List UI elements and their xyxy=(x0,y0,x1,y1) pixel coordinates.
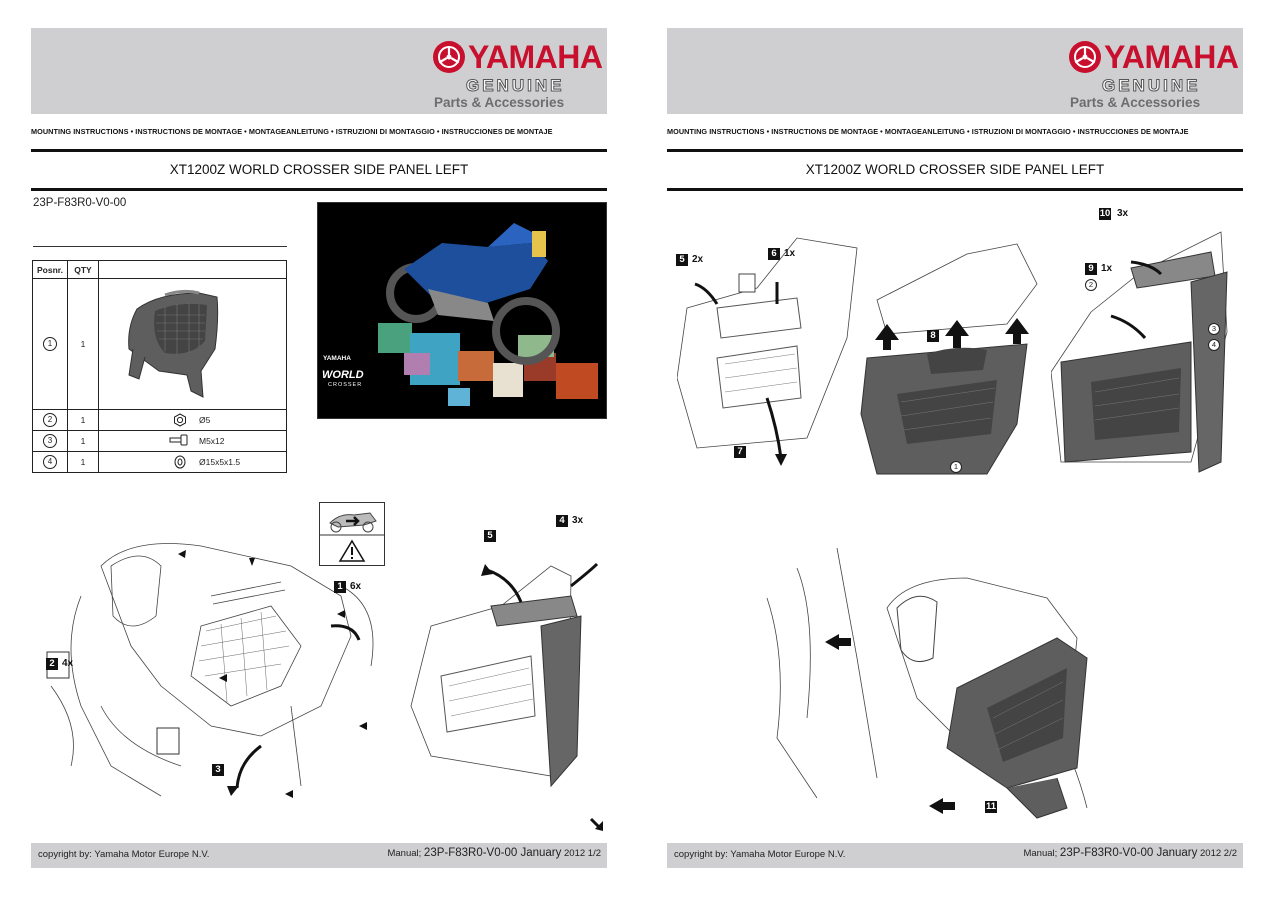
column-header-part xyxy=(98,260,287,279)
step-multiplier: 1x xyxy=(784,248,796,259)
yamaha-logo: YAMAHA GENUINE Parts & Accessories xyxy=(1068,40,1239,110)
table-row: 1 1 xyxy=(32,278,287,410)
header-band: YAMAHA GENUINE Parts & Accessories xyxy=(667,28,1243,114)
product-photo: YAMAHA WORLD CROSSER xyxy=(317,202,607,419)
part-description: M5x12 xyxy=(199,436,225,446)
divider xyxy=(31,188,607,191)
position-number: 4 xyxy=(43,455,57,469)
quantity: 1 xyxy=(67,430,99,452)
continue-arrow-icon xyxy=(589,817,603,831)
header-band: YAMAHA GENUINE Parts & Accessories xyxy=(31,28,607,114)
step-marker: 4 xyxy=(556,515,568,527)
footer: copyright by: Yamaha Motor Europe N.V. M… xyxy=(667,843,1243,868)
page-number: 2/2 xyxy=(1223,848,1237,859)
motorcycle-photo xyxy=(318,203,606,418)
motorcycle-side-icon xyxy=(321,504,383,534)
instructions-languages: MOUNTING INSTRUCTIONS • INSTRUCTIONS DE … xyxy=(667,127,1189,136)
step-marker: 11 xyxy=(985,801,997,813)
step-marker: 3 xyxy=(212,764,224,776)
side-panel-part-icon xyxy=(128,289,219,398)
nut-icon xyxy=(174,413,186,427)
logo-wordmark: YAMAHA xyxy=(1104,39,1239,75)
part-description: Ø5 xyxy=(199,415,211,425)
document-title: XT1200Z WORLD CROSSER SIDE PANEL LEFT xyxy=(805,162,1105,177)
washer-icon xyxy=(174,455,186,469)
position-number: 2 xyxy=(43,413,57,427)
step-marker: 10 xyxy=(1099,208,1111,220)
step-marker: 5 xyxy=(676,254,688,266)
footer: copyright by: Yamaha Motor Europe N.V. M… xyxy=(31,843,607,868)
table-row: 2 1 Ø5 xyxy=(32,409,287,431)
step-marker: 9 xyxy=(1085,263,1097,275)
instruction-page-2: YAMAHA GENUINE Parts & Accessories MOUNT… xyxy=(667,28,1243,868)
bracket-illustration xyxy=(410,562,599,788)
part-description: Ø15x5x1.5 xyxy=(199,457,241,467)
copyright: copyright by: Yamaha Motor Europe N.V. xyxy=(674,849,846,860)
step-marker: 8 xyxy=(927,330,939,342)
part-number: 23P-F83R0-V0-00 xyxy=(33,197,127,209)
step-marker: 6 xyxy=(768,248,780,260)
divider xyxy=(33,246,287,247)
warning-box xyxy=(319,502,385,566)
step-8-illustration xyxy=(860,243,1038,475)
position-callout: 3 xyxy=(1208,323,1220,335)
quantity: 1 xyxy=(67,451,99,473)
table-row: 4 1 Ø15x5x1.5 xyxy=(32,451,287,473)
logo-tagline: Parts & Accessories xyxy=(434,95,565,110)
logo-genuine: GENUINE xyxy=(465,76,565,95)
table-row: 3 1 M5x12 xyxy=(32,430,287,452)
quantity: 1 xyxy=(67,409,99,431)
yamaha-tuning-fork-emblem xyxy=(433,41,465,73)
step-multiplier: 6x xyxy=(350,581,362,592)
page-number: 1/2 xyxy=(587,848,601,859)
step-marker: 5 xyxy=(484,530,496,542)
position-callout: 2 xyxy=(1085,279,1097,291)
yamaha-logo: YAMAHA GENUINE Parts & Accessories xyxy=(432,40,603,110)
bolt-icon xyxy=(169,434,188,446)
instruction-page-1: YAMAHA GENUINE Parts & Accessories MOUNT… xyxy=(31,28,607,868)
step-multiplier: 3x xyxy=(572,515,584,526)
position-callout: 4 xyxy=(1208,339,1220,351)
logo-wordmark: YAMAHA xyxy=(468,39,603,75)
position-number: 1 xyxy=(43,337,57,351)
part-image-cell xyxy=(98,278,287,410)
installed-panel-illustration xyxy=(766,547,1088,819)
step-5-7-illustration xyxy=(677,237,858,466)
manual-reference: Manual; 23P-F83R0-V0-00 January 2012 2/2 xyxy=(1023,847,1237,859)
parts-table: Posnr. QTY 1 1 xyxy=(32,260,287,473)
step-9-10-illustration xyxy=(1051,231,1228,473)
step-multiplier: 4x xyxy=(62,658,74,669)
table-header-row: Posnr. QTY xyxy=(32,260,287,279)
step-marker: 7 xyxy=(734,446,746,458)
column-header-posnr: Posnr. xyxy=(32,260,68,279)
divider xyxy=(667,188,1243,191)
copyright: copyright by: Yamaha Motor Europe N.V. xyxy=(38,849,210,860)
step-multiplier: 3x xyxy=(1117,208,1129,219)
divider xyxy=(31,149,607,152)
step-multiplier: 2x xyxy=(692,254,704,265)
yamaha-tuning-fork-emblem xyxy=(1069,41,1101,73)
step-multiplier: 1x xyxy=(1101,263,1113,274)
warning-triangle-icon xyxy=(338,539,366,562)
photo-brand: YAMAHA xyxy=(323,355,351,362)
photo-crosser-label: CROSSER xyxy=(328,382,363,388)
photo-world-label: WORLD xyxy=(322,369,364,381)
instructions-languages: MOUNTING INSTRUCTIONS • INSTRUCTIONS DE … xyxy=(31,127,553,136)
step-marker: 1 xyxy=(334,581,346,593)
quantity: 1 xyxy=(67,278,99,410)
column-header-qty: QTY xyxy=(67,260,99,279)
divider xyxy=(667,149,1243,152)
manual-reference: Manual; 23P-F83R0-V0-00 January 2012 1/2 xyxy=(387,847,601,859)
step-marker: 2 xyxy=(46,658,58,670)
logo-tagline: Parts & Accessories xyxy=(1070,95,1201,110)
document-title: XT1200Z WORLD CROSSER SIDE PANEL LEFT xyxy=(169,162,469,177)
position-callout: 1 xyxy=(950,461,962,473)
logo-genuine: GENUINE xyxy=(1101,76,1201,95)
removal-illustration xyxy=(46,543,374,798)
position-number: 3 xyxy=(43,434,57,448)
